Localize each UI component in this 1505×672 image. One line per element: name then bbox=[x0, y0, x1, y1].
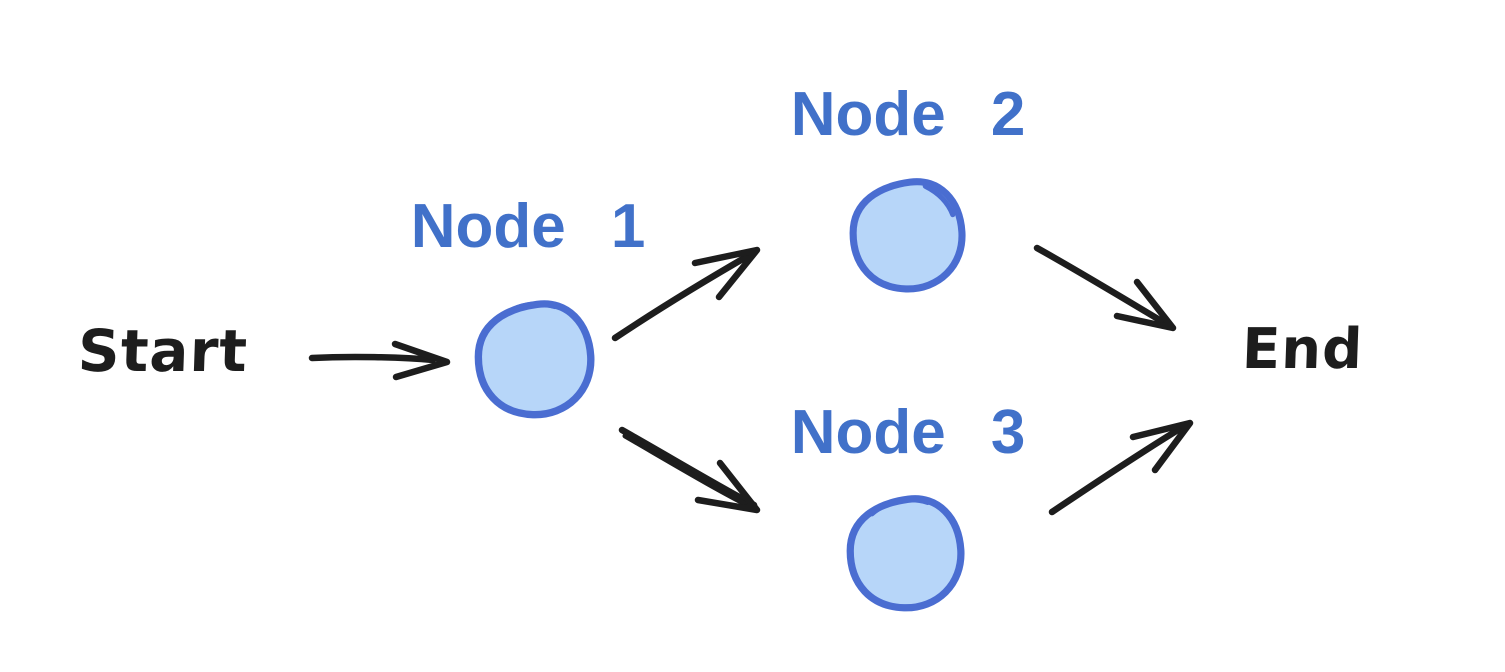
node2-label[interactable]: Node 2 bbox=[790, 80, 1026, 149]
node3-circle-icon[interactable] bbox=[843, 491, 967, 615]
node2-circle-icon[interactable] bbox=[846, 174, 968, 296]
start-text[interactable]: Start bbox=[76, 317, 250, 385]
node1-label[interactable]: Node 1 bbox=[410, 192, 646, 261]
arrow-node1-to-node3-icon[interactable] bbox=[608, 418, 773, 526]
node3-label[interactable]: Node 3 bbox=[790, 398, 1026, 467]
end-text[interactable]: End bbox=[1240, 317, 1365, 382]
arrow-node1-to-node2-icon[interactable] bbox=[605, 238, 770, 348]
node1-circle-icon[interactable] bbox=[471, 296, 597, 422]
arrow-start-to-node1-icon[interactable] bbox=[305, 335, 455, 385]
arrow-node3-to-end-icon[interactable] bbox=[1040, 411, 1205, 526]
arrow-node2-to-end-icon[interactable] bbox=[1025, 236, 1190, 341]
